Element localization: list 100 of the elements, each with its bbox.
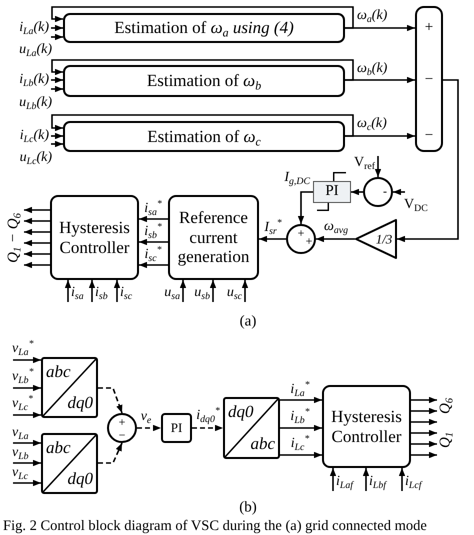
signal-arrow [24,218,50,224]
signal-arrow [51,132,63,140]
signal-arrow [51,6,354,29]
edge-label: i$_{sb}$ [95,286,108,300]
edge-label: V$_{DC}$ [404,198,428,212]
summing-junction [286,224,316,254]
sign-label: − [424,128,434,144]
signal-arrow [13,440,41,446]
signal-arrow [316,236,355,242]
transform-block [41,433,98,494]
sign-label: − [424,72,434,88]
signal-arrow [51,59,354,81]
edge-label: I$_{g,DC}$ [284,171,310,185]
signal-arrow [411,430,437,436]
sign-label: - [383,185,387,197]
signal-arrow [13,412,41,418]
signal-arrow [51,76,63,84]
sign-label: + [424,20,434,36]
edge-label: u$_{sc}$ [226,286,242,300]
block-label: dq0 [68,470,93,487]
sign-label: + [306,235,312,247]
signal-arrow [24,228,50,236]
block-label: Estimation of ω$_{b}$ [146,71,262,91]
summing-junction [363,177,393,207]
signal-arrow [280,424,322,432]
block-label: PI [170,420,182,436]
signal-arrow [362,468,370,491]
edge-label: i$_{La}$(k) [19,21,49,35]
signal-arrow [24,206,50,214]
signal-arrow [24,250,50,258]
edge-label: ω$_{avg}$ [324,220,348,234]
estimator-block [63,65,345,97]
edge-label: i$_{Lc}$(k) [20,129,49,143]
figure-caption: Fig. 2 Control block diagram of VSC during the (a) grid connected mode [3,519,427,534]
signal-arrow [259,236,286,242]
sign-label: + [298,227,304,239]
pi-controller-block [161,413,192,443]
signal-arrow [51,114,354,137]
signal-arrow [330,468,336,491]
edge-label: v$_{Lc}$ [12,466,28,480]
edge-label: i$_{sc}$ [120,286,132,300]
summing-block [415,6,443,152]
signal-arrow [13,384,41,392]
signal-arrow [51,140,63,148]
block-label: Reference current generation [176,208,250,267]
block-label: Hysteresis Controller [330,406,403,446]
dashed-arrow [98,442,123,464]
edge-label: i$_{Lbf}$ [369,475,386,489]
signal-arrow [345,132,415,140]
signal-arrow [411,440,437,448]
signal-arrow [13,480,41,486]
edge-label: ω$_{b}$(k) [357,62,388,76]
signal-arrow [393,188,405,196]
estimator-block [63,13,345,43]
dashed-arrow [98,387,123,414]
edge-label: i$_{sa}$ [71,286,84,300]
signal-arrow [114,280,120,302]
transform-block [223,397,280,459]
signal-arrow [51,86,63,92]
edge-label: v$_{La}$ [12,426,29,440]
signal-arrow [397,79,459,242]
pi-controller-block [313,181,351,203]
edge-label: u$_{La}$(k) [19,43,52,57]
signal-arrow [139,216,168,222]
signal-arrow [411,408,437,414]
signal-arrow [280,396,322,404]
edge-label: i$_{Lb}$(k) [19,73,49,87]
signal-arrow [351,188,363,196]
block-label: dq0 [228,403,254,420]
signal-arrow [64,280,72,302]
signal-arrow [210,280,216,302]
signal-arrow [51,24,63,32]
hysteresis-controller-block [50,195,139,280]
edge-label: v$_{e}$ [140,410,152,424]
edge-label: u$_{sa}$ [164,286,180,300]
block-label: abc [46,439,71,456]
edge-label: v$_{Lb}$ [12,446,29,460]
sign-label: − [118,429,126,441]
block-label: Estimation of ω$_{c}$ [147,126,261,146]
signal-arrow [88,280,96,302]
summing-junction [107,413,137,443]
signal-arrow [139,262,168,268]
edge-label: u$_{Lb}$(k) [19,96,52,110]
dashed-arrow [192,424,223,432]
edge-label: u$_{Lc}$(k) [20,151,52,165]
dashed-arrow [137,424,161,432]
signal-arrow [398,468,406,491]
hysteresis-controller-block [322,385,411,468]
signal-arrow [411,452,437,458]
signal-arrow [374,156,382,177]
edge-label: i$_{Lcf}$ [405,475,422,489]
panel-label: (b) [239,500,257,516]
edge-label: u$_{sb}$ [194,286,210,300]
panel-label: (a) [240,314,256,330]
block-label: PI [325,183,339,201]
signal-arrow [280,452,322,458]
gain-block [355,219,397,259]
edge-label: V$_{ref}$ [354,156,375,170]
signal-arrow [180,280,186,302]
reference-generator-block [168,195,259,280]
